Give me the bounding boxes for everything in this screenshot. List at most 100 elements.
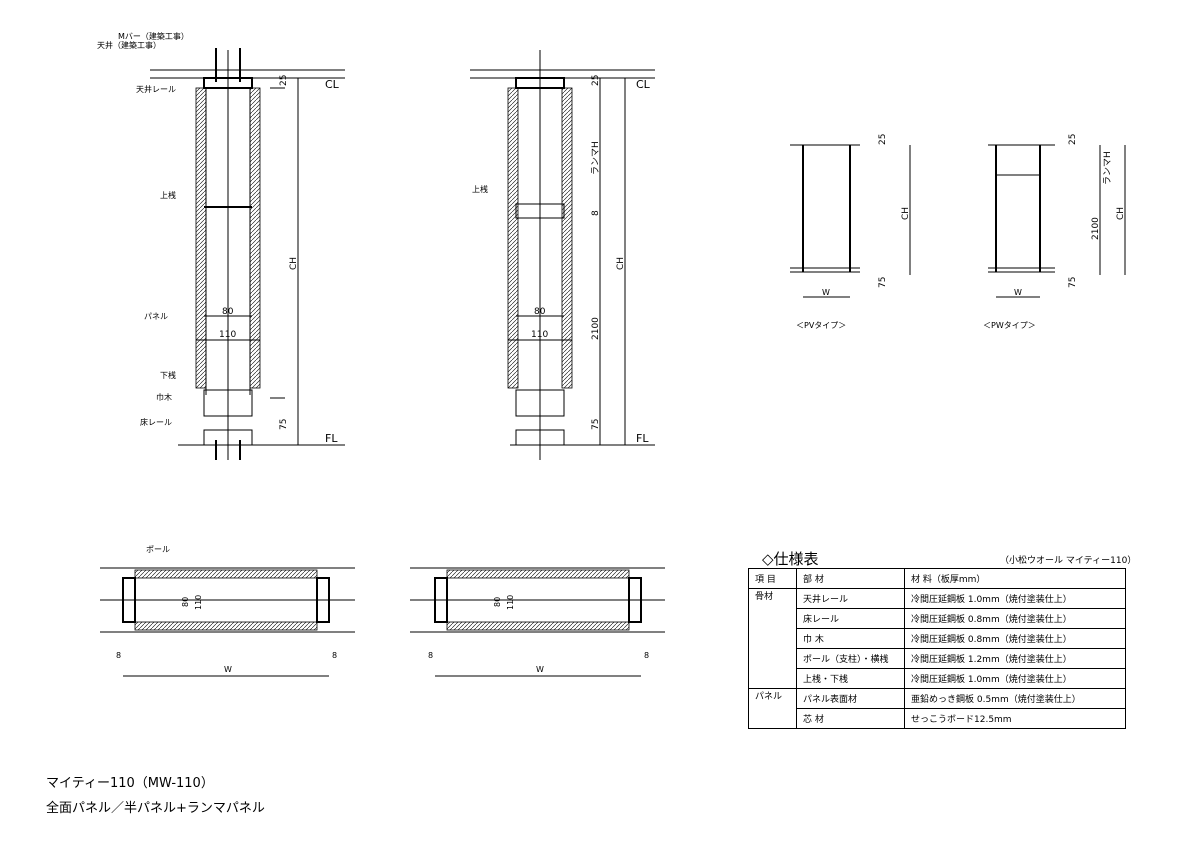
drawing-label: 8 xyxy=(591,210,601,216)
material-cell: 冷間圧延鋼板 0.8mm（焼付塗装仕上） xyxy=(904,608,1126,629)
drawing-line xyxy=(446,621,630,631)
drawing-line xyxy=(203,389,253,417)
drawing-label: 80 xyxy=(493,597,502,607)
drawing-title: マイティー110（MW-110） xyxy=(46,776,214,791)
header-cell: 部 材 xyxy=(796,568,905,589)
drawing-subtitle: 全面パネル／半パネル+ランマパネル xyxy=(46,801,265,816)
drawing-label: CH xyxy=(901,207,911,220)
drawing-label: 75 xyxy=(878,277,888,288)
drawing-label: CH xyxy=(1116,207,1126,220)
drawing-label: 床レール xyxy=(140,417,172,427)
drawing-line xyxy=(628,577,642,623)
table-header: 項 目部 材材 料（板厚mm） xyxy=(748,568,1126,589)
part-cell: 巾 木 xyxy=(796,628,905,649)
drawing-label: CL xyxy=(325,78,340,91)
drawing-line xyxy=(434,577,448,623)
drawing-label: パネル xyxy=(144,312,168,321)
drawing-label: 75 xyxy=(591,419,601,430)
drawing-label: CL xyxy=(636,78,651,91)
table-row: 巾 木冷間圧延鋼板 0.8mm（焼付塗装仕上） xyxy=(749,628,1126,649)
material-cell: せっこうボード12.5mm xyxy=(904,708,1126,729)
drawing-label: 8 xyxy=(644,651,649,660)
drawing-label: 110 xyxy=(531,330,548,340)
drawing-label: 110 xyxy=(506,595,515,610)
drawing-label: 110 xyxy=(194,595,203,610)
drawing-label: 80 xyxy=(222,307,234,317)
drawing-label: 上桟 xyxy=(160,190,176,200)
drawing-label: ランマH xyxy=(1102,151,1113,185)
drawing-label: 75 xyxy=(1068,277,1078,288)
drawing-label: W xyxy=(822,288,830,297)
part-cell: 芯 材 xyxy=(796,708,905,729)
drawing-label: 2100 xyxy=(591,317,601,340)
table-row: 床レール冷間圧延鋼板 0.8mm（焼付塗装仕上） xyxy=(749,608,1126,629)
table-row: パネルパネル表面材亜鉛めっき鋼板 0.5mm（焼付塗装仕上） xyxy=(748,688,1126,729)
table-row: ポール（支柱）・横桟冷間圧延鋼板 1.2mm（焼付塗装仕上） xyxy=(749,648,1126,669)
drawing-label: ＜PVタイプ＞ xyxy=(796,321,846,330)
drawing-label: 巾木 xyxy=(156,392,172,402)
material-cell: 冷間圧延鋼板 1.0mm（焼付塗装仕上） xyxy=(904,668,1126,689)
drawing-label: 下桟 xyxy=(160,370,176,380)
drawing-line xyxy=(515,429,565,446)
material-cell: 冷間圧延鋼板 0.8mm（焼付塗装仕上） xyxy=(904,628,1126,649)
drawing-line xyxy=(316,577,330,623)
material-cell: 冷間圧延鋼板 1.0mm（焼付塗装仕上） xyxy=(904,588,1126,609)
drawing-line xyxy=(446,569,630,579)
spec-table-subtitle: （小松ウオール マイティー110） xyxy=(1000,556,1137,566)
drawing-label: W xyxy=(224,665,232,674)
drawing-label: 25 xyxy=(1068,134,1078,145)
drawing-label: 25 xyxy=(878,134,888,145)
drawing-line xyxy=(515,389,565,417)
drawing-label: W xyxy=(536,665,544,674)
category-cell: 骨材 xyxy=(748,588,797,689)
drawing-label: 上桟 xyxy=(472,184,488,194)
spec-table: 項 目部 材材 料（板厚mm） 骨材天井レール冷間圧延鋼板 1.0mm（焼付塗装… xyxy=(748,568,1126,729)
drawing-label: 8 xyxy=(116,651,121,660)
pv-type-diagram: 25 CH 75 W ＜PVタイプ＞ xyxy=(790,134,911,330)
drawing-label: CH xyxy=(289,257,299,270)
drawing-line xyxy=(203,429,253,446)
drawing-label: 25 xyxy=(591,75,601,86)
drawing-line xyxy=(134,569,318,579)
table-row: 芯 材せっこうボード12.5mm xyxy=(749,708,1126,729)
spec-table-title: ◇仕様表 xyxy=(762,550,819,568)
drawing-line xyxy=(195,87,207,389)
category-cell: パネル xyxy=(748,688,797,729)
drawing-label: 25 xyxy=(279,75,289,86)
drawing-label: 8 xyxy=(428,651,433,660)
drawing-label: 2100 xyxy=(1091,217,1101,240)
drawing-label: ＜PWタイプ＞ xyxy=(983,321,1036,330)
drawing-line xyxy=(122,577,136,623)
part-cell: 床レール xyxy=(796,608,905,629)
plan-section-1: 80 110 W 8 8 ポール xyxy=(100,545,355,677)
drawing-label: CH xyxy=(616,257,626,270)
drawing-line xyxy=(507,87,519,389)
part-cell: ポール（支柱）・横桟 xyxy=(796,648,905,669)
plan-section-2: 80 110 W 8 8 xyxy=(410,567,665,677)
drawing-label: 天井レール xyxy=(136,84,176,94)
table-row: 上桟・下桟冷間圧延鋼板 1.0mm（焼付塗装仕上） xyxy=(749,668,1126,689)
drawing-label: FL xyxy=(636,432,649,445)
header-cell: 材 料（板厚mm） xyxy=(904,568,1126,589)
drawing-label: 75 xyxy=(279,419,289,430)
drawing-label: 80 xyxy=(181,597,190,607)
drawing-label: 天井（建築工事） xyxy=(97,40,161,50)
pw-type-diagram: 25 ランマH 2100 CH 75 W ＜PWタイプ＞ xyxy=(983,134,1126,330)
header-cell: 項 目 xyxy=(748,568,797,589)
drawing-label: 8 xyxy=(332,651,337,660)
part-cell: 天井レール xyxy=(796,588,905,609)
drawing-label: FL xyxy=(325,432,338,445)
drawing-line xyxy=(134,621,318,631)
material-cell: 冷間圧延鋼板 1.2mm（焼付塗装仕上） xyxy=(904,648,1126,669)
drawing-label: ポール xyxy=(146,545,170,554)
drawing-label: ランマH xyxy=(590,141,601,175)
table-row: 骨材天井レール冷間圧延鋼板 1.0mm（焼付塗装仕上） xyxy=(748,588,1126,689)
drawing-label: 110 xyxy=(219,330,236,340)
drawing-line xyxy=(561,87,573,389)
material-cell: 亜鉛めっき鋼板 0.5mm（焼付塗装仕上） xyxy=(904,688,1126,709)
drawing-label: W xyxy=(1014,288,1022,297)
